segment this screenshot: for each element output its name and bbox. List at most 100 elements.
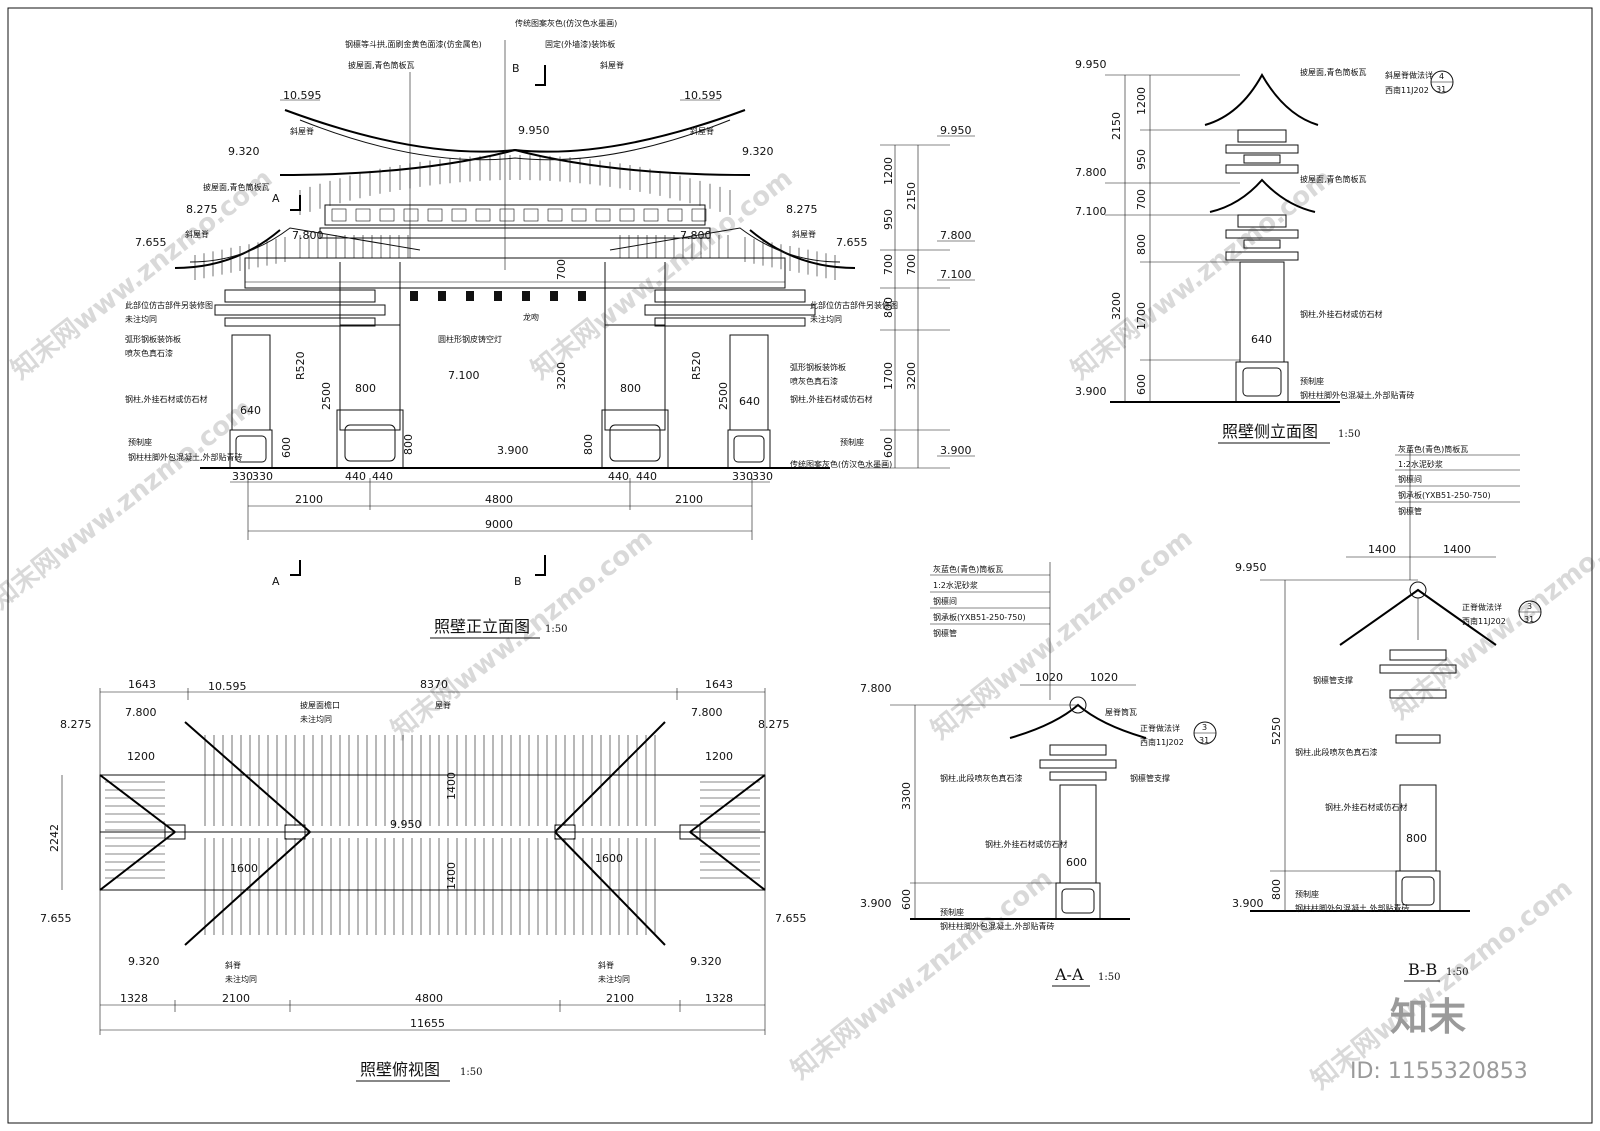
svg-text:未注均同: 未注均同 xyxy=(125,314,157,324)
svg-text:700: 700 xyxy=(1135,189,1148,210)
lantern-row xyxy=(410,291,586,301)
svg-text:西南11J202: 西南11J202 xyxy=(1140,737,1184,747)
svg-text:600: 600 xyxy=(1135,374,1148,395)
svg-text:钢檩管: 钢檩管 xyxy=(933,628,957,638)
watermark-text: 知末网www.znzmo.com xyxy=(0,393,258,615)
svg-text:未注均同: 未注均同 xyxy=(225,974,257,984)
svg-text:传统图案灰色(仿汉色水墨画): 传统图案灰色(仿汉色水墨画) xyxy=(790,459,892,469)
svg-text:传统图案灰色(仿汉色水墨画): 传统图案灰色(仿汉色水墨画) xyxy=(515,18,617,28)
section-b-roof xyxy=(1339,588,1497,646)
svg-text:3.900: 3.900 xyxy=(940,444,972,457)
main-roof-rafters xyxy=(299,155,731,215)
svg-text:弧形钢板装饰板: 弧形钢板装饰板 xyxy=(125,334,181,344)
svg-text:1643: 1643 xyxy=(705,678,733,691)
svg-text:7.800: 7.800 xyxy=(860,682,892,695)
side-elevation-title: 照壁侧立面图 xyxy=(1222,422,1318,441)
svg-text:2150: 2150 xyxy=(1110,112,1123,140)
svg-text:1:50: 1:50 xyxy=(1446,967,1468,978)
svg-text:斜屋脊: 斜屋脊 xyxy=(185,229,209,239)
svg-text:2100: 2100 xyxy=(675,493,703,506)
svg-text:800: 800 xyxy=(1135,234,1148,255)
svg-text:钢柱,外挂石材或仿石材: 钢柱,外挂石材或仿石材 xyxy=(1300,309,1383,319)
svg-text:600: 600 xyxy=(882,437,895,458)
svg-text:未注均同: 未注均同 xyxy=(810,314,842,324)
svg-text:灰蓝色(青色)筒板瓦: 灰蓝色(青色)筒板瓦 xyxy=(1398,444,1468,454)
svg-text:8.275: 8.275 xyxy=(758,718,790,731)
svg-text:钢柱柱脚外包混凝土,外部贴青砖: 钢柱柱脚外包混凝土,外部贴青砖 xyxy=(1295,903,1410,913)
svg-text:330: 330 xyxy=(752,470,773,483)
svg-text:2500: 2500 xyxy=(320,382,333,410)
svg-text:440: 440 xyxy=(372,470,393,483)
watermark-logo: 知末 xyxy=(1390,995,1466,1039)
side-upper-roof xyxy=(1204,72,1319,126)
svg-text:西南11J202: 西南11J202 xyxy=(1462,616,1506,626)
svg-text:圆柱形钢皮铸空灯: 圆柱形钢皮铸空灯 xyxy=(438,334,502,344)
column-right-outer xyxy=(729,334,769,431)
svg-text:330: 330 xyxy=(252,470,273,483)
svg-text:1643: 1643 xyxy=(128,678,156,691)
watermark-text: 知末网www.znzmo.com xyxy=(926,523,1198,745)
svg-text:800: 800 xyxy=(620,382,641,395)
main-beam xyxy=(244,257,786,289)
section-b-title: B-B xyxy=(1408,960,1437,979)
svg-text:640: 640 xyxy=(240,404,261,417)
section-b-b: 1400 1400 5250 800 800 9.950 3.900 灰蓝色(青… xyxy=(1232,444,1542,982)
svg-text:斜屋脊: 斜屋脊 xyxy=(600,60,624,70)
svg-text:预制座: 预制座 xyxy=(840,437,864,447)
svg-text:斜脊: 斜脊 xyxy=(225,960,241,970)
svg-text:预制座: 预制座 xyxy=(128,437,152,447)
section-b-layer-notes: 灰蓝色(青色)筒板瓦 1:2水泥砂浆 钢檩间 钢承板(YXB51-250-750… xyxy=(1395,444,1520,580)
svg-text:钢檩间: 钢檩间 xyxy=(933,596,957,606)
svg-text:1200: 1200 xyxy=(882,157,895,185)
svg-text:1200: 1200 xyxy=(1135,87,1148,115)
svg-text:700: 700 xyxy=(905,254,918,275)
svg-text:灰蓝色(青色)筒板瓦: 灰蓝色(青色)筒板瓦 xyxy=(933,564,1003,574)
svg-text:7.800: 7.800 xyxy=(125,706,157,719)
plan-view: 1643 8370 1643 1328 2100 4800 2100 1328 … xyxy=(40,678,807,1082)
svg-text:1400: 1400 xyxy=(445,772,458,800)
svg-text:4: 4 xyxy=(1439,72,1444,81)
svg-text:1328: 1328 xyxy=(120,992,148,1005)
svg-text:7.100: 7.100 xyxy=(448,369,480,382)
section-b-column xyxy=(1399,784,1437,872)
svg-text:披屋面檐口: 披屋面檐口 xyxy=(300,700,340,710)
main-roof-ridge xyxy=(284,109,746,153)
svg-text:31: 31 xyxy=(1199,736,1209,745)
main-bracket-band xyxy=(324,204,706,226)
svg-text:7.800: 7.800 xyxy=(691,706,723,719)
svg-text:600: 600 xyxy=(900,889,913,910)
svg-text:3200: 3200 xyxy=(905,362,918,390)
svg-text:7.100: 7.100 xyxy=(940,268,972,281)
section-a-a: 1020 1020 3300 600 600 7.800 3.900 灰蓝色(青… xyxy=(860,562,1217,987)
svg-text:1:50: 1:50 xyxy=(545,624,567,635)
svg-text:钢柱,此段喷灰色真石漆: 钢柱,此段喷灰色真石漆 xyxy=(940,773,1023,783)
svg-text:600: 600 xyxy=(1066,856,1087,869)
svg-text:10.595: 10.595 xyxy=(684,89,723,102)
svg-text:950: 950 xyxy=(882,209,895,230)
svg-text:钢檩间: 钢檩间 xyxy=(1398,474,1422,484)
svg-text:1400: 1400 xyxy=(445,862,458,890)
svg-text:3.900: 3.900 xyxy=(1232,897,1264,910)
svg-text:弧形钢板装饰板: 弧形钢板装饰板 xyxy=(790,362,846,372)
svg-text:2150: 2150 xyxy=(905,182,918,210)
svg-text:800: 800 xyxy=(882,297,895,318)
svg-text:5250: 5250 xyxy=(1270,717,1283,745)
svg-text:B: B xyxy=(512,62,520,75)
side-elevation: 2150 3200 1200 950 700 800 1700 600 640 … xyxy=(1075,58,1454,444)
svg-text:固定(外墙漆)装饰板: 固定(外墙漆)装饰板 xyxy=(545,39,615,49)
svg-text:1700: 1700 xyxy=(882,362,895,390)
svg-text:1328: 1328 xyxy=(705,992,733,1005)
svg-text:1600: 1600 xyxy=(595,852,623,865)
svg-text:钢柱,外挂石材或仿石材: 钢柱,外挂石材或仿石材 xyxy=(125,394,208,404)
svg-text:8370: 8370 xyxy=(420,678,448,691)
svg-text:1400: 1400 xyxy=(1368,543,1396,556)
svg-text:10.595: 10.595 xyxy=(208,680,247,693)
svg-text:7.800: 7.800 xyxy=(1075,166,1107,179)
svg-text:7.655: 7.655 xyxy=(135,236,167,249)
svg-text:未注均同: 未注均同 xyxy=(300,714,332,724)
svg-text:800: 800 xyxy=(1270,879,1283,900)
front-elevation-title: 照壁正立面图 xyxy=(434,617,530,636)
svg-text:钢柱柱脚外包混凝土,外部贴青砖: 钢柱柱脚外包混凝土,外部贴青砖 xyxy=(128,452,243,462)
svg-text:钢柱,外挂石材或仿石材: 钢柱,外挂石材或仿石材 xyxy=(1325,802,1408,812)
